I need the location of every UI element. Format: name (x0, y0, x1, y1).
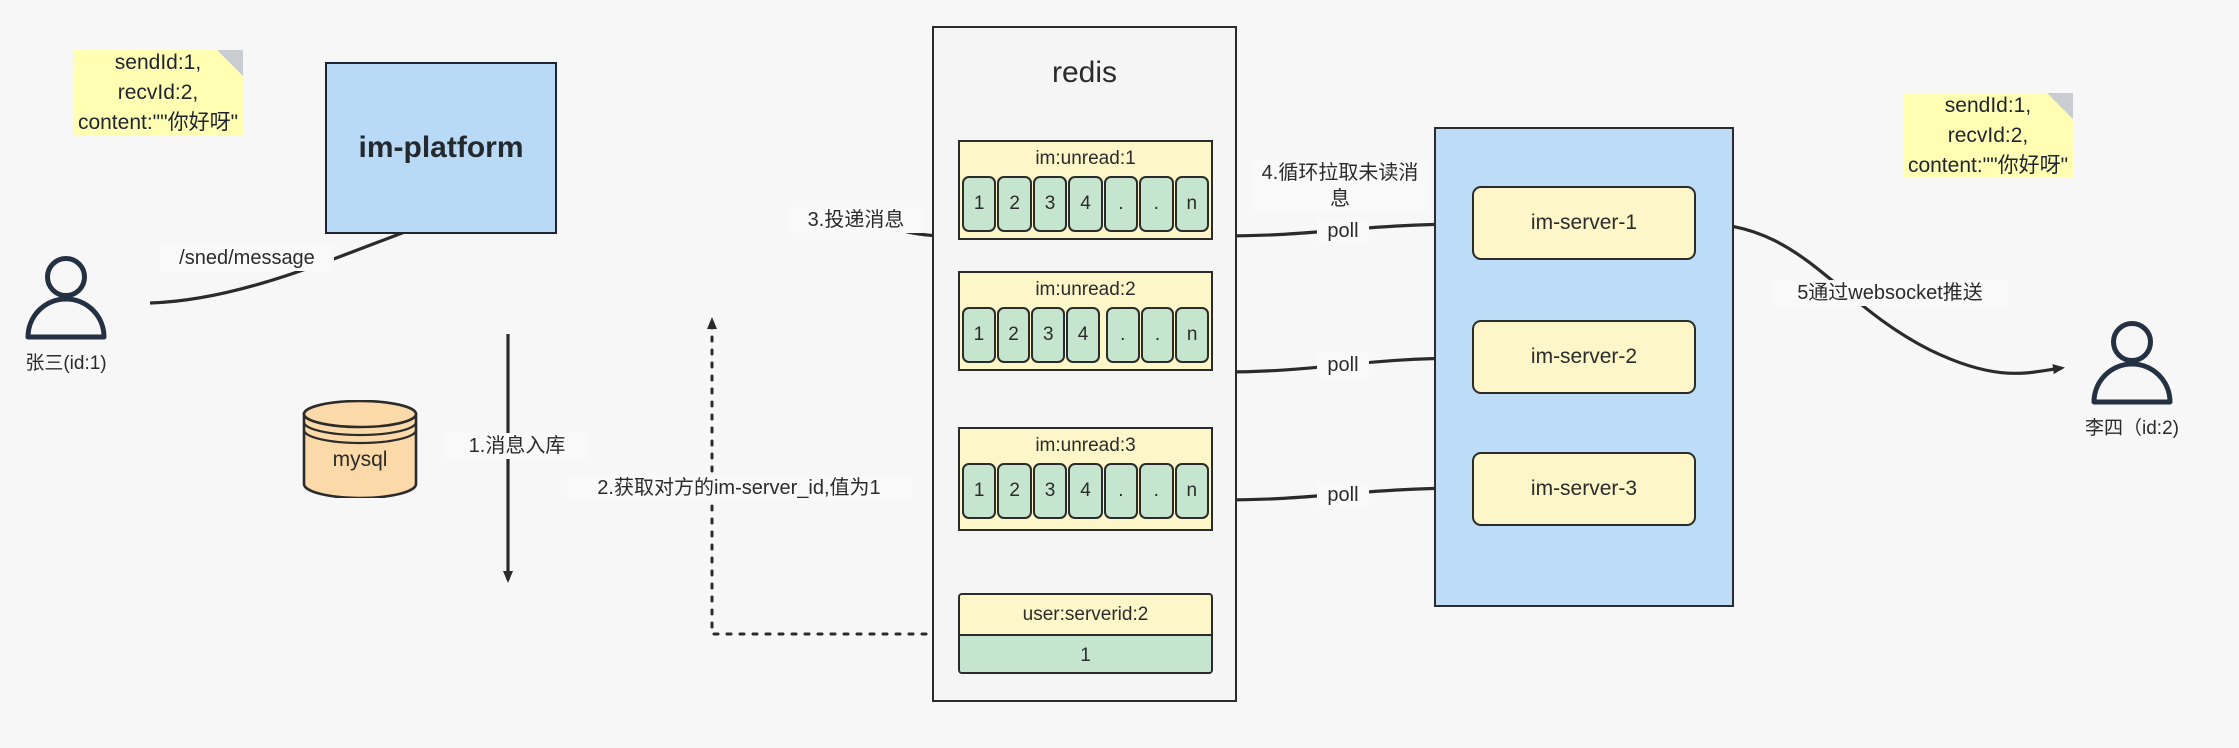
redis-queue-im-unread-3[interactable]: im:unread:3 1 2 3 4 . . n (958, 427, 1213, 531)
queue-2-cells: 1 2 3 4 . . n (960, 307, 1211, 365)
note-sender-payload-text: sendId:1, recvId:2, content:""你好呀" (77, 50, 239, 134)
queue-cell[interactable]: 3 (1032, 176, 1068, 232)
redis-queue-im-unread-2[interactable]: im:unread:2 1 2 3 4 . . n (958, 271, 1213, 371)
queue-cell[interactable]: . (1139, 463, 1174, 519)
edge-label-poll-2: poll (1317, 352, 1369, 378)
node-im-server-1[interactable]: im-server-1 (1472, 186, 1696, 260)
queue-cell[interactable]: 3 (1031, 307, 1066, 363)
queue-cell[interactable]: n (1174, 463, 1209, 519)
actor-sender-label: 张三(id:1) (25, 353, 107, 374)
edge-label-poll-3: poll (1317, 482, 1369, 508)
edge-label-step3: 3.投递消息 (789, 207, 923, 233)
kv-value: 1 (960, 636, 1211, 672)
edge-label-step5: 5通过websocket推送 (1773, 280, 2007, 306)
queue-1-cells: 1 2 3 4 . . n (960, 176, 1211, 234)
queue-cell[interactable]: n (1175, 307, 1210, 363)
edge-label-step4: 4.循环拉取未读消 息 (1253, 160, 1427, 212)
queue-cell[interactable]: 4 (1066, 307, 1100, 363)
queue-cell[interactable]: . (1140, 307, 1175, 363)
queue-cell[interactable]: 3 (1032, 463, 1068, 519)
redis-title: redis (1051, 56, 1118, 89)
im-server-1-label: im-server-1 (1530, 211, 1638, 234)
queue-3-title: im:unread:3 (960, 429, 1211, 463)
queue-cell[interactable]: 4 (1068, 463, 1103, 519)
user-icon (25, 256, 107, 340)
queue-cell[interactable]: . (1105, 307, 1140, 363)
actor-receiver: 李四（id:2) (2085, 320, 2179, 439)
node-im-server-2[interactable]: im-server-2 (1472, 320, 1696, 394)
user-icon (2091, 321, 2173, 405)
queue-cell[interactable]: 4 (1068, 176, 1103, 232)
edge-label-step1: 1.消息入库 (445, 433, 589, 459)
edge-label-step2: 2.获取对方的im-server_id,值为1 (567, 475, 911, 501)
note-receiver-payload-text: sendId:1, recvId:2, content:""你好呀" (1907, 93, 2069, 177)
actor-sender: 张三(id:1) (23, 255, 109, 374)
edge-label-send-message: /sned/message (160, 245, 334, 271)
queue-cell[interactable]: . (1103, 463, 1139, 519)
im-platform-label: im-platform (358, 131, 524, 164)
queue-cell[interactable]: n (1174, 176, 1209, 232)
redis-queue-im-unread-1[interactable]: im:unread:1 1 2 3 4 . . n (958, 140, 1213, 240)
im-server-3-label: im-server-3 (1530, 477, 1638, 500)
note-fold-icon (2047, 93, 2073, 119)
note-receiver-payload: sendId:1, recvId:2, content:""你好呀" (1903, 93, 2073, 178)
queue-cell[interactable]: 1 (962, 307, 996, 363)
node-im-platform[interactable]: im-platform (325, 62, 557, 234)
queue-cell[interactable]: 2 (997, 176, 1032, 232)
queue-cell[interactable]: . (1139, 176, 1174, 232)
im-server-2-label: im-server-2 (1530, 345, 1638, 368)
mysql-label: mysql (332, 448, 388, 471)
kv-title: user:serverid:2 (960, 595, 1211, 636)
queue-cell[interactable]: 2 (997, 463, 1032, 519)
queue-cell[interactable]: . (1103, 176, 1139, 232)
note-sender-payload: sendId:1, recvId:2, content:""你好呀" (73, 50, 243, 135)
node-mysql[interactable]: mysql (302, 399, 418, 500)
queue-cell[interactable]: 1 (962, 176, 997, 232)
queue-1-title: im:unread:1 (960, 142, 1211, 176)
actor-receiver-label: 李四（id:2) (2085, 418, 2179, 439)
node-im-server-3[interactable]: im-server-3 (1472, 452, 1696, 526)
redis-kv-user-serverid[interactable]: user:serverid:2 1 (958, 593, 1213, 674)
database-cylinder-icon (302, 399, 418, 500)
edge-label-poll-1: poll (1317, 218, 1369, 244)
queue-cell[interactable]: 2 (996, 307, 1031, 363)
queue-cell[interactable]: 1 (962, 463, 997, 519)
queue-3-cells: 1 2 3 4 . . n (960, 463, 1211, 521)
note-fold-icon (217, 50, 243, 76)
queue-2-title: im:unread:2 (960, 273, 1211, 307)
